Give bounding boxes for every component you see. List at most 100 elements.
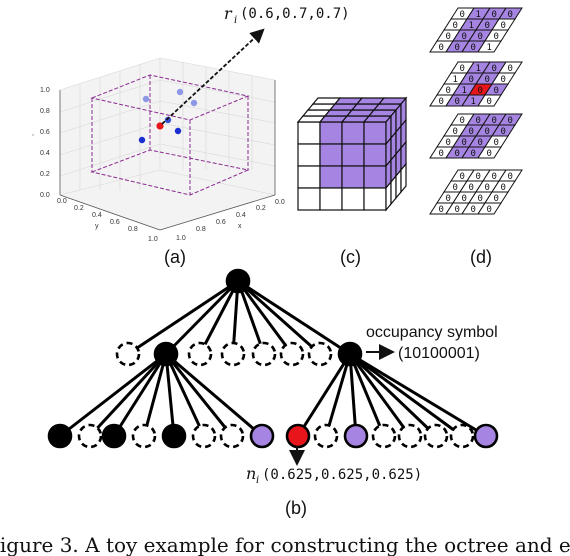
occupancy-label: occupancy symbol bbox=[366, 324, 498, 341]
tree-edge bbox=[88, 352, 168, 438]
grid-cell-value: 0 bbox=[478, 138, 483, 148]
tree-edge bbox=[198, 280, 240, 355]
svg-text:x: x bbox=[238, 223, 242, 230]
tree-edge bbox=[112, 353, 168, 437]
grid-cell-value: 0 bbox=[501, 183, 506, 193]
tree-edge bbox=[164, 353, 234, 437]
grid-cell-value: 0 bbox=[478, 194, 483, 204]
grid-cell-value: 0 bbox=[446, 32, 451, 42]
tree-edge bbox=[348, 353, 412, 437]
tree-leaf-node bbox=[101, 423, 127, 449]
svg-text:0.0: 0.0 bbox=[275, 199, 285, 206]
tree-leaf-node bbox=[397, 423, 423, 449]
grid-cell-value: 0 bbox=[485, 183, 490, 193]
svg-text:y: y bbox=[95, 223, 99, 230]
grid-cell-value: 0 bbox=[508, 116, 513, 126]
tree-edge bbox=[348, 353, 386, 437]
point-arrow bbox=[161, 28, 265, 125]
grid-cell-value: 0 bbox=[460, 116, 465, 126]
grid-cell-value: 0 bbox=[460, 10, 465, 20]
cube-front-cell bbox=[297, 187, 321, 211]
point-red-target bbox=[156, 122, 164, 130]
svg-text:0.2: 0.2 bbox=[256, 205, 266, 212]
grid-cell-value: 0 bbox=[508, 64, 513, 74]
grid-cell-value: 0 bbox=[439, 149, 444, 159]
svg-text:1.0: 1.0 bbox=[148, 236, 158, 243]
node-label: n bbox=[246, 464, 256, 483]
svg-text:0.6: 0.6 bbox=[216, 219, 226, 226]
panel-b-label: (b) bbox=[285, 498, 307, 518]
svg-text:0.4: 0.4 bbox=[92, 212, 102, 219]
grid-cell-value: 0 bbox=[453, 127, 458, 137]
svg-text:0.6: 0.6 bbox=[40, 129, 50, 136]
tree-edge bbox=[127, 279, 239, 356]
tree-level1-node bbox=[307, 341, 333, 367]
plot-axes bbox=[59, 80, 276, 231]
svg-text:,: , bbox=[32, 130, 34, 137]
cube-front-cell bbox=[297, 165, 321, 189]
grid-cell-value: 0 bbox=[453, 21, 458, 31]
point-blue bbox=[164, 116, 172, 124]
grid-cell-value: 1 bbox=[476, 64, 481, 74]
occupancy-code: (10100001) bbox=[398, 345, 480, 362]
grid-cell-value: 0 bbox=[494, 138, 499, 148]
grid-cell-value: 0 bbox=[460, 64, 465, 74]
grid-cell-value: 0 bbox=[508, 172, 513, 182]
grid-cell-value: 0 bbox=[501, 75, 506, 85]
grid-cell bbox=[477, 146, 502, 159]
tree-edge bbox=[142, 353, 168, 437]
grid-cell-value: 0 bbox=[492, 64, 497, 74]
cube-front-cell bbox=[341, 121, 365, 145]
tree-edge bbox=[348, 352, 438, 438]
grid-cell-value: 0 bbox=[492, 10, 497, 20]
tree-leaf-node bbox=[285, 423, 311, 449]
tree-edge bbox=[164, 353, 206, 437]
point-label: r bbox=[224, 4, 233, 23]
tree-leaf-node bbox=[249, 423, 275, 449]
grid-cell-value: 0 bbox=[439, 205, 444, 215]
grid-cell-value: 0 bbox=[487, 149, 492, 159]
grid-cell-value: 0 bbox=[469, 75, 474, 85]
tree-edge bbox=[237, 279, 351, 356]
grid-cell-value: 1 bbox=[469, 21, 474, 31]
panel-c-voxel-cube bbox=[296, 96, 408, 212]
node-label-sub: i bbox=[256, 475, 259, 486]
cube-front-cell bbox=[341, 165, 365, 189]
grid-cell-value: 0 bbox=[462, 194, 467, 204]
x-ticks: 0.0 0.2 0.4 0.6 0.8 1.0 x bbox=[176, 199, 285, 242]
tree-level1-node bbox=[115, 341, 141, 367]
plot-pane bbox=[60, 58, 275, 230]
tree-leaf-node bbox=[313, 423, 339, 449]
grid-cell-value: 0 bbox=[485, 127, 490, 137]
cube-front-cell bbox=[297, 121, 321, 145]
octant-dashed-box bbox=[90, 74, 250, 196]
tree-leaf-node bbox=[423, 423, 449, 449]
grid-cell-value: 0 bbox=[476, 116, 481, 126]
svg-text:0.2: 0.2 bbox=[74, 205, 84, 212]
grid-cell-value: 0 bbox=[439, 97, 444, 107]
grid-cell bbox=[477, 202, 502, 215]
grid-cell-value: 0 bbox=[460, 172, 465, 182]
grid-cell-value: 0 bbox=[446, 138, 451, 148]
svg-text:0.0: 0.0 bbox=[40, 192, 50, 199]
svg-text:1.0: 1.0 bbox=[40, 87, 50, 94]
grid-cell-value: 0 bbox=[455, 205, 460, 215]
svg-text:1.0: 1.0 bbox=[176, 235, 186, 242]
grid-cell-value: 0 bbox=[494, 32, 499, 42]
figure-caption: Figure 3. A toy example for constructing… bbox=[0, 533, 570, 556]
grid-cell-value: 0 bbox=[501, 21, 506, 31]
cube-front-cell bbox=[341, 143, 365, 167]
tree-edge bbox=[348, 353, 358, 437]
svg-text:0.4: 0.4 bbox=[40, 150, 50, 157]
tree-edge bbox=[165, 352, 263, 438]
tree-edge bbox=[237, 279, 321, 356]
grid-cell-value: 0 bbox=[485, 21, 490, 31]
node-coords: (0.625,0.625,0.625) bbox=[262, 467, 422, 483]
tree-leaf-node bbox=[449, 423, 475, 449]
grid-cell-value: 0 bbox=[462, 138, 467, 148]
grid-cell-value: 0 bbox=[469, 183, 474, 193]
grid-cell-value: 1 bbox=[476, 10, 481, 20]
panel-b-octree bbox=[47, 268, 499, 449]
